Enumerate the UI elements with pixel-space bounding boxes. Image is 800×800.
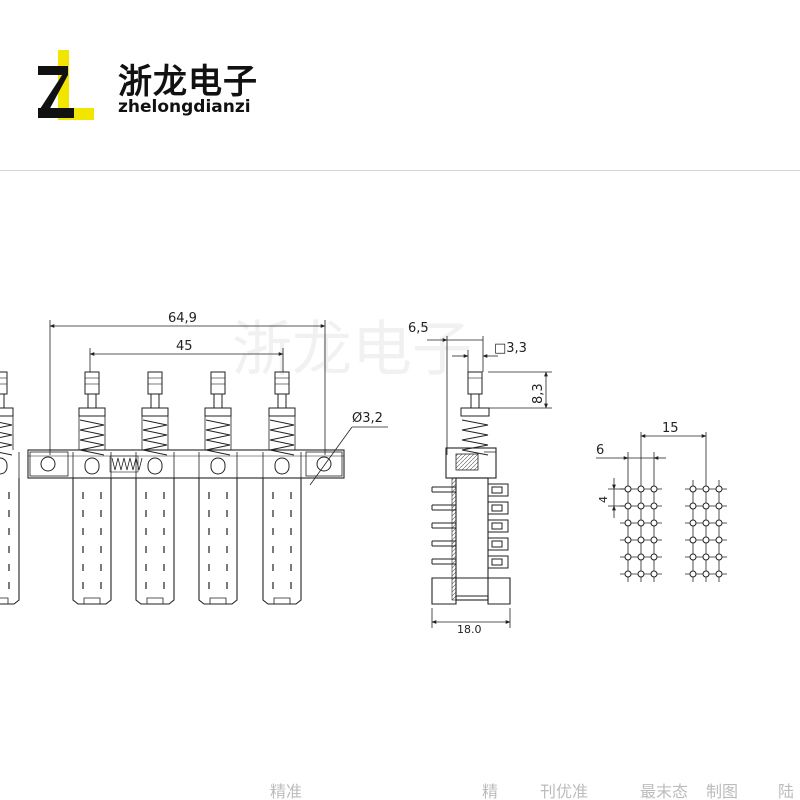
dim-group-spacing: 15 bbox=[662, 421, 679, 436]
dim-row-pitch: 4 bbox=[597, 496, 610, 503]
logo-icon bbox=[38, 50, 94, 120]
dim-base-width: 18.0 bbox=[457, 623, 482, 636]
dim-hole-diameter: Ø3,2 bbox=[352, 411, 383, 426]
pcb-view-labels: 15 6 4 bbox=[596, 421, 679, 503]
brand-name-en: zhelongdianzi bbox=[118, 97, 251, 117]
bottom-fragment: 最末态 bbox=[640, 782, 689, 800]
dim-top-width: 6,5 bbox=[408, 321, 429, 336]
switch-unit-3 bbox=[198, 371, 238, 605]
side-view-labels: 6,5 □3,3 8,3 18.0 bbox=[408, 321, 546, 636]
front-view-labels: 64,9 45 Ø3,2 bbox=[168, 311, 383, 426]
pcb-footprint-view bbox=[596, 432, 728, 583]
dim-overall-width: 64,9 bbox=[168, 311, 197, 326]
dim-pin-spacing: 6 bbox=[596, 443, 604, 458]
dim-button-pitch: 45 bbox=[176, 339, 193, 354]
header: 浙龙电子 zhelongdianzi bbox=[0, 0, 800, 175]
bottom-fragment: 陆 bbox=[778, 782, 795, 800]
logo bbox=[36, 50, 96, 125]
switch-unit-2 bbox=[135, 371, 175, 605]
pad-group-2 bbox=[684, 479, 728, 583]
bottom-fragment: 精准 bbox=[270, 782, 303, 800]
brand-name-cn: 浙龙电子 bbox=[118, 62, 258, 102]
header-divider bbox=[0, 170, 800, 171]
watermark: 浙龙电子 bbox=[232, 315, 472, 385]
bottom-fragment: 刊优准 bbox=[540, 782, 589, 800]
switch-unit-4 bbox=[262, 371, 302, 605]
bottom-text-strip: 精准 精 刊优准 最末态 制图 陆 bbox=[0, 772, 800, 800]
front-view bbox=[0, 320, 388, 605]
bottom-fragment: 制图 bbox=[706, 782, 739, 800]
switch-unit bbox=[0, 371, 20, 605]
bottom-fragment: 精 bbox=[482, 782, 499, 800]
switch-unit-1 bbox=[72, 371, 112, 605]
side-view bbox=[427, 336, 552, 628]
dim-stem-height: 8,3 bbox=[531, 383, 546, 404]
dim-stem-size: □3,3 bbox=[494, 341, 527, 356]
